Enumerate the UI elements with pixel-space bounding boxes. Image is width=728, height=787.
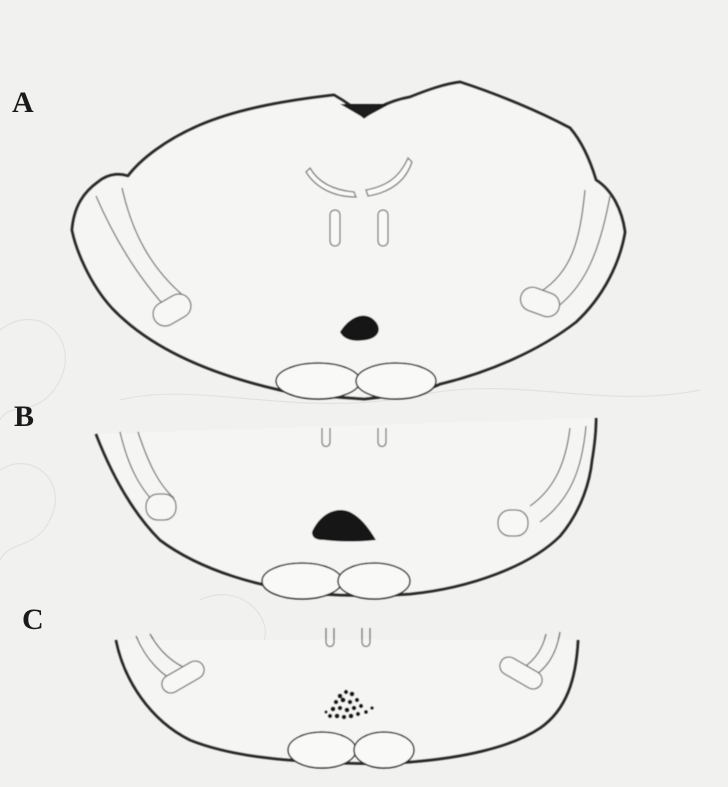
- section-a-right-lobe: [356, 363, 436, 399]
- panel-label-c: C: [22, 605, 44, 635]
- section-b-right-ellipse: [498, 510, 528, 536]
- section-b-right-lobe: [338, 563, 410, 599]
- section-a-left-bar: [330, 210, 340, 246]
- section-c-right-lobe: [354, 732, 414, 768]
- section-a: [72, 82, 625, 399]
- section-c-left-lobe: [288, 732, 356, 768]
- section-b-left-lobe: [262, 563, 342, 599]
- section-c: [116, 628, 578, 768]
- section-a-left-lobe: [276, 363, 360, 399]
- section-b: [96, 418, 596, 599]
- panel-label-b: B: [14, 402, 34, 432]
- section-a-right-bar: [378, 210, 388, 246]
- section-a-outline: [72, 82, 625, 399]
- section-b-left-ellipse: [146, 494, 176, 520]
- panel-label-a: A: [12, 88, 34, 118]
